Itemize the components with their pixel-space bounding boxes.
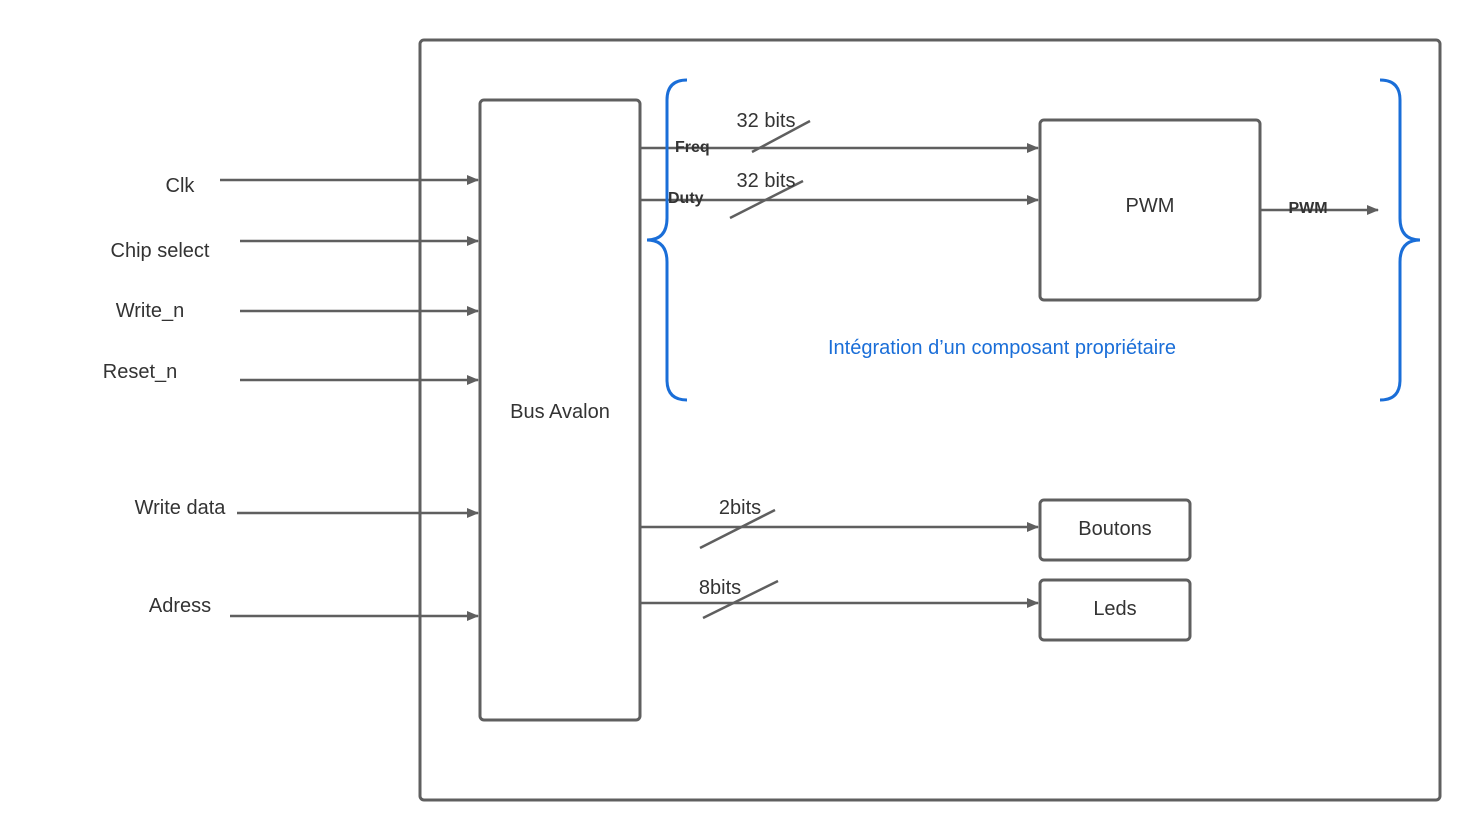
leds-width-label: 8bits: [699, 577, 741, 599]
input-label-clk: Clk: [166, 175, 196, 197]
right-brace: [1379, 78, 1421, 402]
leds-bus-slash: [702, 579, 779, 620]
boutons-block-label: Boutons: [1078, 518, 1151, 540]
input-label-chip-select: Chip select: [111, 240, 210, 262]
input-label-address: Adress: [149, 595, 211, 617]
input-label-write-n: Write_n: [116, 300, 185, 322]
bus-avalon-block: [478, 98, 642, 722]
left-brace: [646, 78, 688, 402]
freq-width-label: 32 bits: [737, 110, 796, 132]
duty-signal-label: Duty: [668, 190, 704, 207]
pwm-output-label: PWM: [1288, 200, 1327, 217]
boutons-block: [1038, 498, 1192, 562]
leds-block: [1038, 578, 1192, 642]
boutons-width-label: 2bits: [719, 497, 761, 519]
input-label-write-data: Write data: [135, 497, 227, 519]
input-label-reset-n: Reset_n: [103, 361, 178, 383]
duty-bus-slash: [729, 179, 804, 220]
leds-block-label: Leds: [1093, 598, 1136, 620]
freq-signal-label: Freq: [675, 139, 710, 156]
bus-avalon-label: Bus Avalon: [510, 401, 610, 423]
proprietary-component-annotation: Intégration d’un composant propriétaire: [828, 337, 1176, 359]
pwm-block-label: PWM: [1126, 195, 1175, 217]
duty-width-label: 32 bits: [737, 170, 796, 192]
boutons-bus-slash: [699, 508, 776, 550]
freq-bus-slash: [751, 119, 811, 154]
